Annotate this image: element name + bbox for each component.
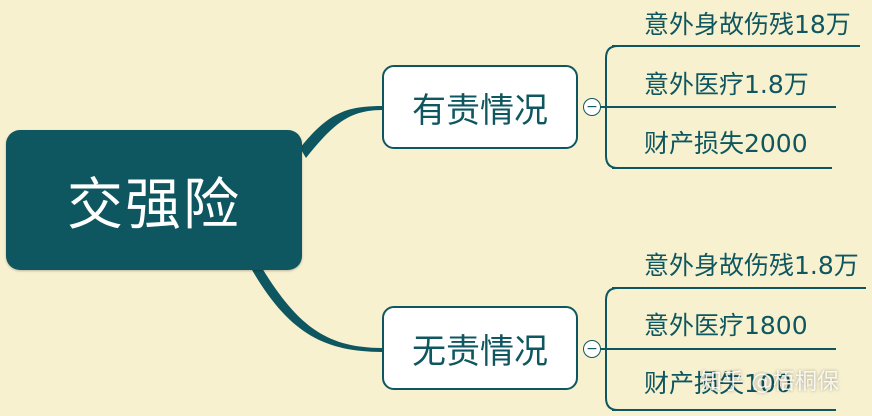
root-node-label: 交强险 <box>67 172 241 238</box>
branch-node-liable[interactable]: 有责情况 <box>382 65 578 149</box>
leaf-node[interactable]: 意外身故伤残18万 <box>644 10 851 39</box>
connector-root-to-branch-1 <box>300 106 384 158</box>
collapse-minus-icon[interactable]: − <box>583 340 601 358</box>
collapse-minus-icon[interactable]: − <box>583 98 601 116</box>
branch-node-label: 无责情况 <box>412 331 548 372</box>
leaf-node[interactable]: 意外医疗1.8万 <box>644 70 809 99</box>
connector-root-to-branch-2 <box>252 268 384 352</box>
branch-node-not-liable[interactable]: 无责情况 <box>382 306 578 390</box>
root-node[interactable]: 交强险 <box>6 130 302 270</box>
branch-node-label: 有责情况 <box>412 90 548 131</box>
leaf-node[interactable]: 财产损失2000 <box>644 129 808 158</box>
watermark: 知乎 @梧桐保 <box>700 370 839 395</box>
leaf-node[interactable]: 财产损失100 <box>644 369 792 398</box>
leaf-node[interactable]: 意外身故伤残1.8万 <box>644 251 859 280</box>
leaf-node[interactable]: 意外医疗1800 <box>644 311 808 340</box>
